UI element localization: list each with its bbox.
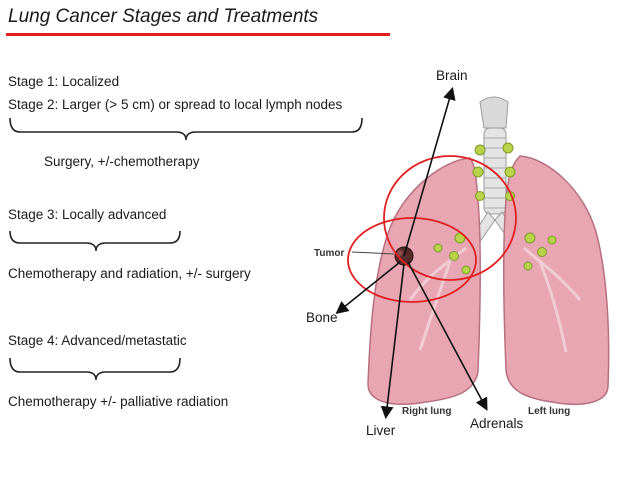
right-lung-label: Right lung xyxy=(402,406,451,417)
title-underline xyxy=(6,33,390,36)
brain-label: Brain xyxy=(436,68,468,83)
stage-1-2-brace xyxy=(9,117,363,141)
stage-2-label: Stage 2: Larger (> 5 cm) or spread to lo… xyxy=(8,97,343,112)
metastasis-arrows xyxy=(335,86,488,420)
lymph-nodes xyxy=(433,142,557,275)
stage-1-label: Stage 1: Localized xyxy=(8,74,120,89)
left-lung xyxy=(502,155,610,405)
tumor-label: Tumor xyxy=(314,248,344,259)
left-lung-label: Left lung xyxy=(528,406,570,417)
bronchi-tree xyxy=(408,246,582,353)
stage-4-label: Stage 4: Advanced/metastatic xyxy=(8,333,187,348)
stage-3-treatment: Chemotherapy and radiation, +/- surgery xyxy=(8,266,251,281)
liver-label: Liver xyxy=(366,423,396,438)
bone-label: Bone xyxy=(306,310,338,325)
stage-3-brace xyxy=(9,230,181,252)
stage-4-treatment: Chemotherapy +/- palliative radiation xyxy=(8,394,229,409)
adrenals-label: Adrenals xyxy=(470,416,524,431)
stage-1-2-treatment: Surgery, +/-chemotherapy xyxy=(44,154,200,169)
stage-3-label: Stage 3: Locally advanced xyxy=(8,207,167,222)
spread-circles xyxy=(347,155,517,303)
page-title: Lung Cancer Stages and Treatments xyxy=(8,6,319,27)
stage-4-brace xyxy=(9,357,181,381)
